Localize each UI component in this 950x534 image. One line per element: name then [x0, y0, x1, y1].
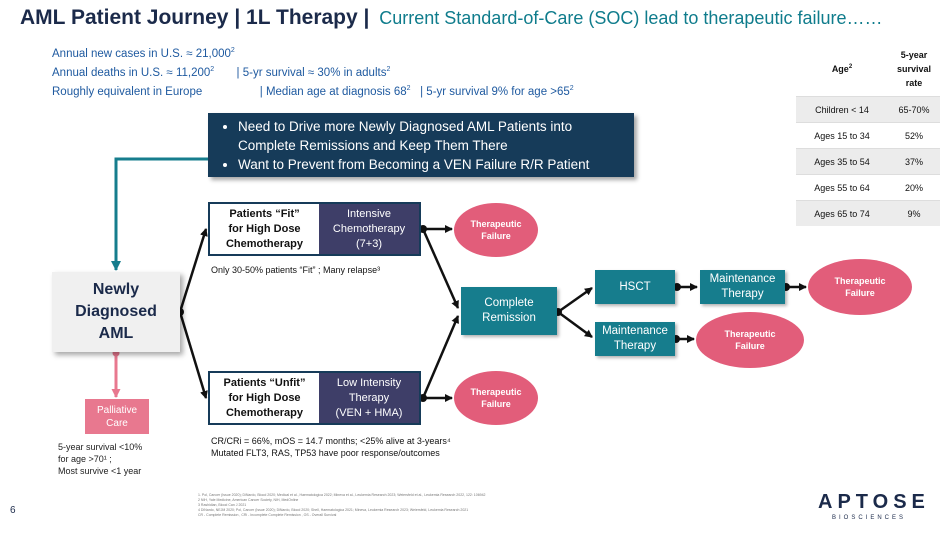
- fit-note: Only 30-50% patients “Fit” ; Many relaps…: [211, 265, 381, 275]
- unfit-patients-label: Patients “Unfit” for High Dose Chemother…: [210, 373, 319, 423]
- maintenance-therapy-hsct-box: Maintenance Therapy: [700, 270, 785, 304]
- table-header-age: Age2: [831, 64, 853, 74]
- complete-remission-box: Complete Remission: [461, 287, 557, 335]
- table-header-survival: 5-year survival rate: [896, 50, 932, 88]
- page-number: 6: [10, 505, 16, 516]
- stat-deaths: Annual deaths in U.S. ≈ 11,200: [52, 66, 211, 79]
- page-title: AML Patient Journey | 1L Therapy | Curre…: [20, 6, 882, 30]
- palliative-care-box: Palliative Care: [85, 399, 149, 434]
- unfit-note: CR/CRi = 66%, mOS = 14.7 months; <25% al…: [211, 436, 451, 458]
- title-main: AML Patient Journey | 1L Therapy |: [20, 6, 370, 29]
- aptose-logo: APTOSE: [818, 491, 930, 513]
- fit-patients-label: Patients “Fit” for High Dose Chemotherap…: [210, 204, 319, 254]
- stat-ref: 2: [386, 65, 391, 73]
- stat-ref: 2: [569, 84, 574, 92]
- therapeutic-failure-fit: Therapeutic Failure: [454, 203, 538, 257]
- palliative-survival-note: 5-year survival <10% for age >70¹ ; Most…: [58, 442, 143, 476]
- therapeutic-failure-maintenance: Therapeutic Failure: [696, 312, 804, 368]
- intensive-chemo-box: Intensive Chemotherapy (7+3): [319, 204, 419, 254]
- unfit-patients-group: Patients “Unfit” for High Dose Chemother…: [208, 371, 421, 425]
- goal-bullet: Want to Prevent from Becoming a VEN Fail…: [238, 155, 626, 174]
- therapeutic-failure-unfit: Therapeutic Failure: [454, 371, 538, 425]
- references-footnote: 1. Pol, Cancer (Issue 2020); DiNardo, Bl…: [198, 493, 486, 517]
- stat-median-age: | Median age at diagnosis 68: [259, 85, 407, 98]
- goals-callout: Need to Drive more Newly Diagnosed AML P…: [208, 113, 634, 177]
- stat-ref: 2: [230, 47, 235, 54]
- aptose-logo-subtitle: BIOSCIENCES: [832, 515, 907, 521]
- newly-to-fit-connector: [178, 228, 208, 313]
- stat-europe: Roughly equivalent in Europe: [52, 85, 203, 98]
- fit-patients-group: Patients “Fit” for High Dose Chemotherap…: [208, 202, 421, 256]
- stat-new-cases: Annual new cases in U.S. ≈ 21,000: [52, 47, 231, 60]
- low-intensity-therapy-box: Low Intensity Therapy (VEN + HMA): [319, 373, 419, 423]
- maintenance-therapy-box: Maintenance Therapy: [595, 322, 675, 356]
- newly-diagnosed-aml-box: Newly Diagnosed AML: [52, 272, 180, 352]
- stats-block: Annual new cases in U.S. ≈ 21,0002 Annua…: [52, 43, 574, 99]
- hsct-box: HSCT: [595, 270, 675, 304]
- newly-to-unfit-connector: [178, 311, 208, 399]
- stat-5yr-65: | 5-yr survival 9% for age >65: [420, 85, 570, 98]
- stat-ref: 2: [406, 84, 411, 92]
- stat-ref: 2: [210, 65, 215, 73]
- bullet-to-newly-connector: [111, 157, 208, 271]
- title-subtitle: Current Standard-of-Care (SOC) lead to t…: [379, 8, 883, 28]
- goal-bullet: Need to Drive more Newly Diagnosed AML P…: [238, 117, 626, 155]
- therapeutic-failure-hsct: Therapeutic Failure: [808, 259, 912, 315]
- stat-5yr-adults: | 5-yr survival ≈ 30% in adults: [236, 66, 387, 79]
